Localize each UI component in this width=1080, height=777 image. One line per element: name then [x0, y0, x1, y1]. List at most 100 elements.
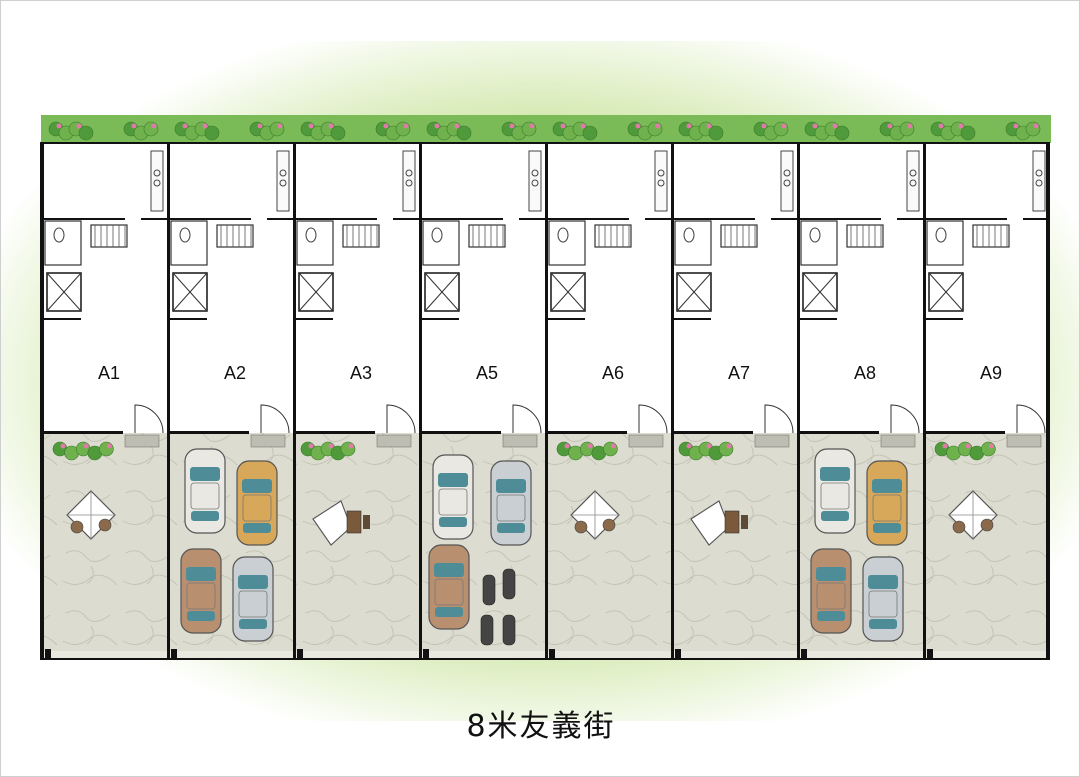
staircase: [468, 224, 506, 248]
party-wall: [923, 143, 926, 659]
car-roof: [868, 590, 898, 618]
flower: [106, 443, 112, 449]
chair: [952, 520, 966, 534]
stove-icon: [783, 179, 791, 187]
stove-icon: [279, 169, 287, 177]
kitchen-counter: [780, 150, 794, 212]
unit-a2: A2: [167, 121, 293, 659]
shrub: [981, 441, 996, 457]
flower: [131, 123, 137, 129]
stair-box: [216, 224, 254, 248]
stove-icon: [153, 179, 161, 187]
flower: [781, 123, 787, 129]
chair: [574, 520, 588, 534]
car-rear-window: [439, 517, 467, 527]
flower: [887, 123, 893, 129]
shrub: [1025, 121, 1041, 137]
shrub: [99, 441, 114, 457]
car: [180, 548, 222, 634]
planter-box: [880, 434, 916, 448]
gate-post: [423, 649, 429, 659]
building-outline: [40, 142, 1050, 660]
shrub: [269, 121, 285, 137]
flower: [383, 123, 389, 129]
stair-box: [90, 224, 128, 248]
kitchen-counter: [402, 150, 416, 212]
front-wall: [923, 431, 1005, 434]
stair-box: [342, 224, 380, 248]
front-door: [386, 404, 416, 434]
elevator-cross: [550, 272, 586, 312]
elevator-cross: [676, 272, 712, 312]
car-windshield: [816, 567, 846, 581]
stair-box: [594, 224, 632, 248]
patio-umbrella: [570, 490, 620, 540]
stove-icon: [405, 179, 413, 187]
car-roof: [434, 578, 464, 606]
stove-icon: [657, 169, 665, 177]
staircase: [972, 224, 1010, 248]
toilet-icon: [305, 227, 317, 243]
motorcycle: [502, 614, 516, 646]
car-roof: [496, 494, 526, 522]
car-rear-window: [239, 619, 267, 629]
unit-a3: A3: [293, 121, 419, 659]
flower: [706, 123, 712, 129]
stove-icon: [909, 169, 917, 177]
flower: [509, 123, 515, 129]
unit-a9: A9: [923, 121, 1049, 659]
bathroom: [674, 220, 712, 266]
car-windshield: [190, 467, 220, 481]
kitchen-counter: [150, 150, 164, 212]
car-roof: [820, 482, 850, 510]
staircase: [594, 224, 632, 248]
front-wall: [167, 431, 249, 434]
shrub: [899, 121, 915, 137]
stove-icon: [657, 179, 665, 187]
shrub: [395, 121, 411, 137]
bathroom: [170, 220, 208, 266]
kitchen-counter: [276, 150, 290, 212]
party-wall: [797, 143, 800, 659]
patio-umbrella: [66, 490, 116, 540]
flower: [308, 123, 314, 129]
car: [862, 556, 904, 642]
patio-table: [312, 500, 370, 546]
front-door: [134, 404, 164, 434]
flower: [610, 443, 616, 449]
gate-post: [171, 649, 177, 659]
shrub: [960, 125, 976, 141]
motorcycle: [480, 614, 494, 646]
unit-label: A6: [602, 363, 624, 383]
flower: [907, 123, 913, 129]
flower: [182, 123, 188, 129]
party-wall: [293, 143, 296, 659]
toilet-icon: [179, 227, 191, 243]
flower: [988, 443, 994, 449]
flower: [587, 443, 593, 449]
flower: [257, 123, 263, 129]
front-door: [764, 404, 794, 434]
end-wall: [1046, 143, 1049, 659]
gate-post: [927, 649, 933, 659]
flower: [403, 123, 409, 129]
stair-box: [846, 224, 884, 248]
front-door: [638, 404, 668, 434]
shrub: [330, 125, 346, 141]
car-rear-window: [243, 523, 271, 533]
front-door: [1016, 404, 1046, 434]
bench: [741, 515, 748, 529]
car-rear-window: [869, 619, 897, 629]
flower: [328, 123, 334, 129]
flower: [277, 123, 283, 129]
front-wall: [545, 431, 627, 434]
front-wall: [419, 431, 501, 434]
car-rear-window: [873, 523, 901, 533]
car-rear-window: [191, 511, 219, 521]
car-roof: [438, 488, 468, 516]
elevator-cross: [298, 272, 334, 312]
kitchen-counter: [654, 150, 668, 212]
unit-a6: A6: [545, 121, 671, 659]
